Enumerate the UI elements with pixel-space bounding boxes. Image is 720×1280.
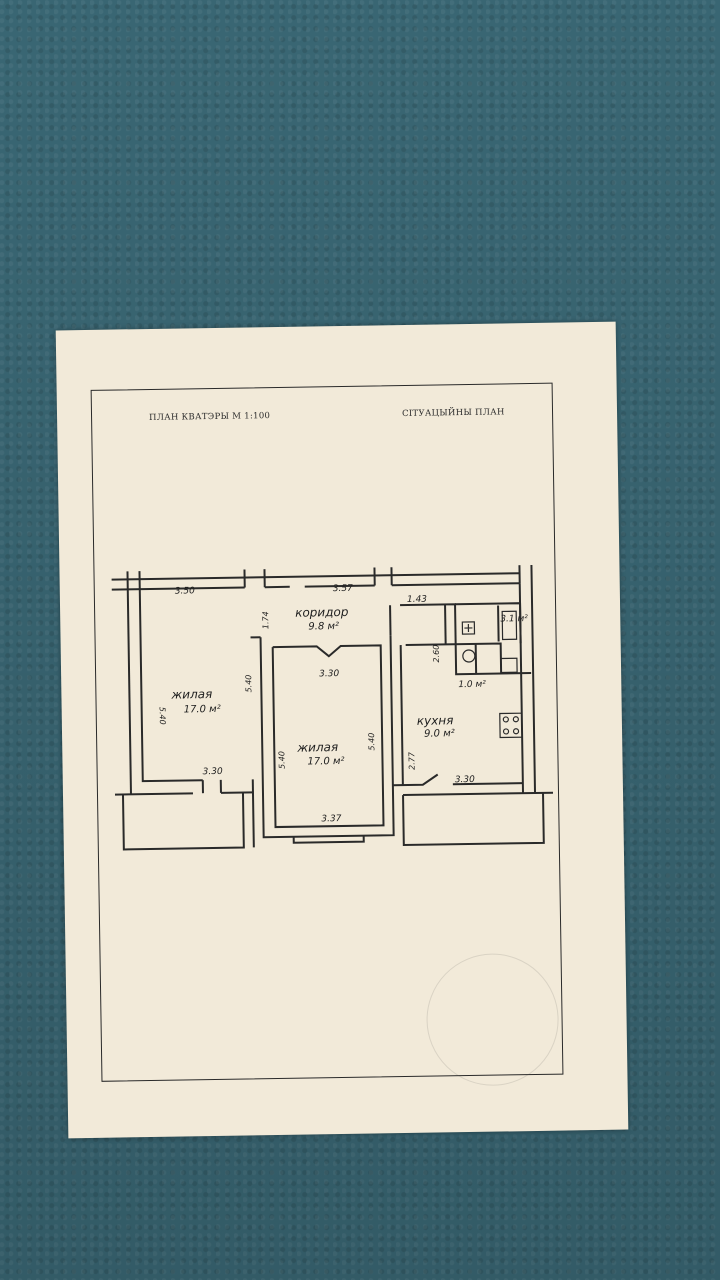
dim-143: 1.43 xyxy=(407,595,427,605)
bathtub-icon xyxy=(501,610,518,641)
living-room-1-area: 17.0 м² xyxy=(184,704,221,716)
corridor-area: 9.8 м² xyxy=(308,621,339,632)
wc-area: 1.0 м² xyxy=(458,680,486,690)
sink-icon xyxy=(461,621,476,635)
kitchen-sink-icon xyxy=(500,657,518,674)
plan-labels: 3.50 3.57 1.74 коридор 9.8 м² 1.43 3.1 м… xyxy=(158,584,529,825)
dim-top-left: 3.50 xyxy=(175,586,195,596)
dim-top-corridor: 3.57 xyxy=(333,584,353,594)
dim-middle-room-vertical-1: 5.40 xyxy=(277,751,286,769)
dim-middle-room-vertical-2: 5.40 xyxy=(367,733,376,751)
living-room-2-name: жилая xyxy=(296,740,338,755)
fixtures xyxy=(461,610,523,739)
kitchen-name: кухня xyxy=(417,713,454,728)
stove-icon xyxy=(499,712,523,739)
walls xyxy=(111,564,554,851)
dim-middle-bottom: 3.37 xyxy=(321,814,341,824)
plan-title: ПЛАН КВАТЭРЫ М 1:100 xyxy=(148,411,271,423)
living-room-1-name: жилая xyxy=(170,687,212,702)
dim-corridor-vertical: 1.74 xyxy=(261,611,270,629)
dim-left-bottom: 3.30 xyxy=(203,767,223,777)
toilet-icon xyxy=(462,649,476,663)
dim-left-room-vertical-1: 5.40 xyxy=(158,707,167,725)
apartment-floor-plan: 3.50 3.57 1.74 коридор 9.8 м² 1.43 3.1 м… xyxy=(111,564,554,851)
dim-260: 2.60 xyxy=(432,645,441,663)
living-room-2-area: 17.0 м² xyxy=(307,756,344,768)
kitchen-area: 9.0 м² xyxy=(424,728,455,739)
bath-area: 3.1 м² xyxy=(500,614,528,624)
dim-middle-top: 3.30 xyxy=(319,669,339,679)
situation-plan-title: СІТУАЦЫЙНЫ ПЛАН xyxy=(401,407,505,420)
dim-277: 2.77 xyxy=(407,751,416,770)
dim-kitchen-bottom: 3.30 xyxy=(455,775,475,785)
corridor-name: коридор xyxy=(295,605,349,620)
floor-plan-document: ПЛАН КВАТЭРЫ М 1:100 СІТУАЦЫЙНЫ ПЛАН xyxy=(55,321,629,1139)
dim-left-room-vertical-2: 5.40 xyxy=(244,675,253,693)
